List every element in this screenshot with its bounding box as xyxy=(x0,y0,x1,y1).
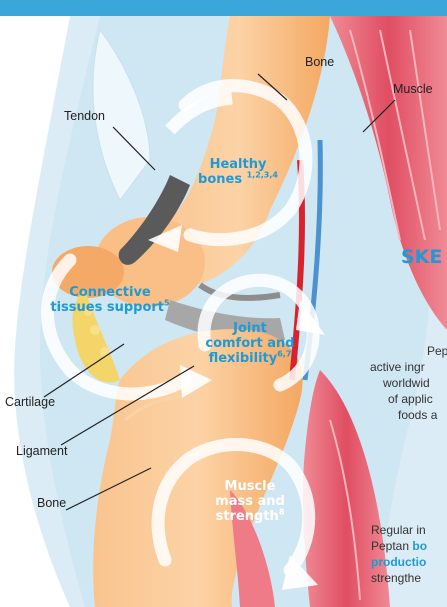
section-heading: SKE xyxy=(401,246,442,268)
side-paragraph-1: Pep active ingr worldwid of applic foods… xyxy=(370,343,447,423)
label-ligament: Ligament xyxy=(16,444,67,458)
benefit-muscle-strength: Muscle mass and strength8 xyxy=(200,479,300,524)
benefit-healthy-bones: Healthy bones 1,2,3,4 xyxy=(183,157,293,187)
label-muscle: Muscle xyxy=(393,82,433,96)
label-cartilage: Cartilage xyxy=(5,395,55,409)
label-bone-bottom: Bone xyxy=(37,496,66,510)
benefit-connective-tissues: Connective tissues support5 xyxy=(40,285,180,315)
label-tendon: Tendon xyxy=(64,109,105,123)
side-paragraph-2: Regular in Peptan bo productio strengthe xyxy=(371,522,427,586)
label-bone-top: Bone xyxy=(305,55,334,69)
benefit-joint-comfort: Joint comfort and flexibility6,7 xyxy=(195,321,305,366)
